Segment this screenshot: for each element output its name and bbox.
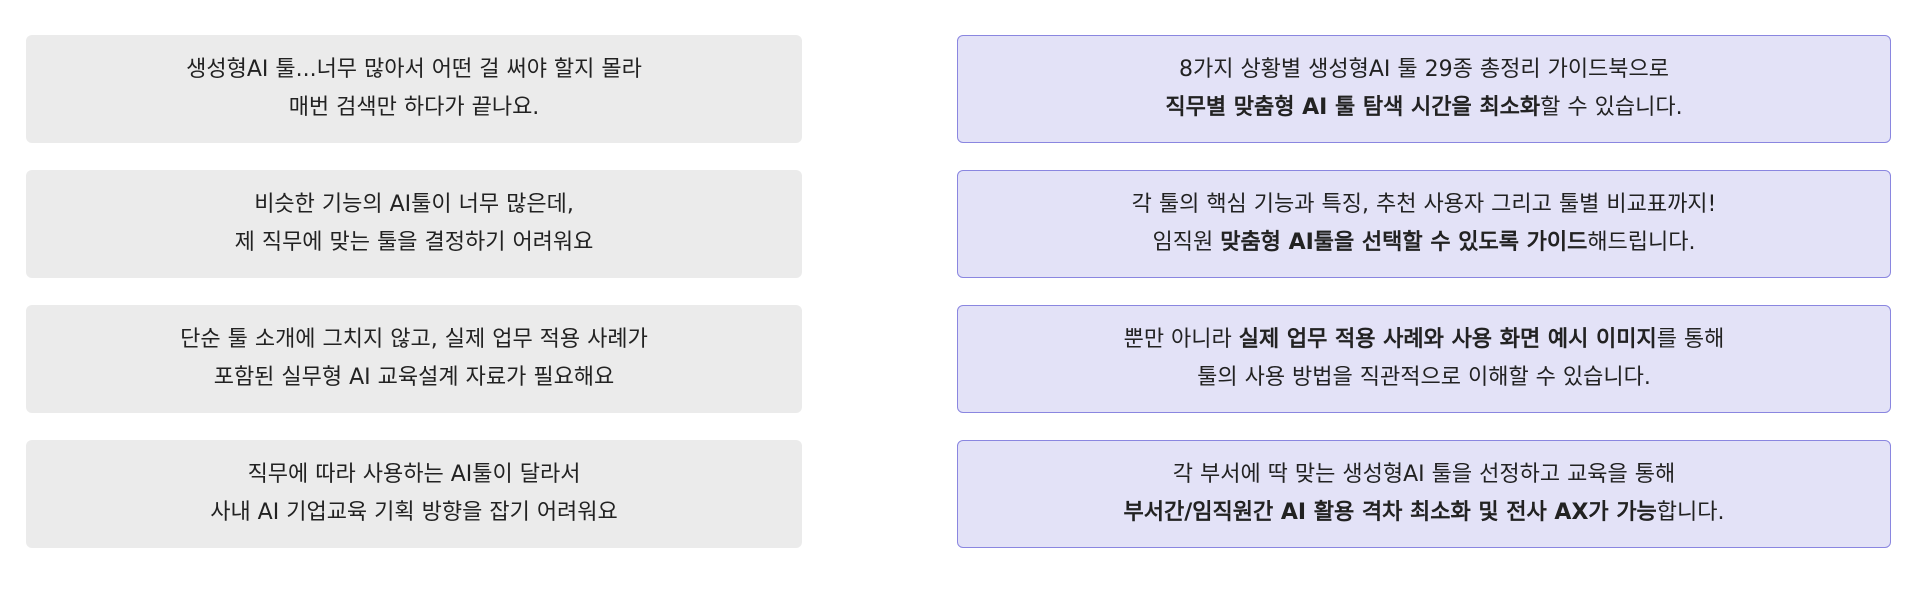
problem-text-line: 매번 검색만 하다가 끝나요.	[288, 95, 540, 120]
solution-text-plain: 합니다.	[1656, 500, 1725, 525]
solution-text-line: 각 부서에 딱 맞는 생성형AI 툴을 선정하고 교육을 통해	[1172, 462, 1676, 487]
solution-text-line: 각 툴의 핵심 기능과 특징, 추천 사용자 그리고 툴별 비교표까지!	[1131, 192, 1717, 217]
solution-card: 각 툴의 핵심 기능과 특징, 추천 사용자 그리고 툴별 비교표까지! 임직원…	[957, 170, 1891, 278]
solution-text-plain: 를 통해	[1656, 327, 1725, 352]
solution-card: 뿐만 아니라 실제 업무 적용 사례와 사용 화면 예시 이미지를 통해 툴의 …	[957, 305, 1891, 413]
solution-text-plain: 할 수 있습니다.	[1540, 95, 1683, 120]
problem-text-line: 사내 AI 기업교육 기획 방향을 잡기 어려워요	[210, 500, 618, 525]
solution-card: 8가지 상황별 생성형AI 툴 29종 총정리 가이드북으로 직무별 맞춤형 A…	[957, 35, 1891, 143]
solution-text-line: 8가지 상황별 생성형AI 툴 29종 총정리 가이드북으로	[1178, 57, 1670, 82]
solution-card: 각 부서에 딱 맞는 생성형AI 툴을 선정하고 교육을 통해 부서간/임직원간…	[957, 440, 1891, 548]
solution-text-line: 임직원 맞춤형 AI툴을 선택할 수 있도록 가이드해드립니다.	[1152, 224, 1695, 262]
solution-text-line: 직무별 맞춤형 AI 툴 탐색 시간을 최소화할 수 있습니다.	[1165, 89, 1682, 127]
solution-text-line: 툴의 사용 방법을 직관적으로 이해할 수 있습니다.	[1197, 365, 1651, 390]
problem-text-line: 제 직무에 맞는 툴을 결정하기 어려워요	[234, 230, 594, 255]
solution-text-plain: 뿐만 아니라	[1123, 327, 1239, 352]
solution-text-highlight: 맞춤형 AI툴을 선택할 수 있도록 가이드	[1220, 230, 1588, 255]
problem-card: 비슷한 기능의 AI툴이 너무 많은데, 제 직무에 맞는 툴을 결정하기 어려…	[26, 170, 802, 278]
problem-card: 생성형AI 툴...너무 많아서 어떤 걸 써야 할지 몰라 매번 검색만 하다…	[26, 35, 802, 143]
solution-text-highlight: 실제 업무 적용 사례와 사용 화면 예시 이미지	[1238, 327, 1657, 352]
solution-text-plain: 해드립니다.	[1587, 230, 1696, 255]
problem-text-line: 비슷한 기능의 AI툴이 너무 많은데,	[254, 192, 574, 217]
problem-text-line: 생성형AI 툴...너무 많아서 어떤 걸 써야 할지 몰라	[186, 57, 642, 82]
solution-text-highlight: 부서간/임직원간 AI 활용 격차 최소화 및 전사 AX가 가능	[1123, 500, 1657, 525]
solution-text-highlight: 직무별 맞춤형 AI 툴 탐색 시간을 최소화	[1165, 95, 1541, 120]
solution-text-plain: 임직원	[1152, 230, 1221, 255]
problem-text-line: 단순 툴 소개에 그치지 않고, 실제 업무 적용 사례가	[180, 327, 648, 352]
solution-text-line: 부서간/임직원간 AI 활용 격차 최소화 및 전사 AX가 가능합니다.	[1123, 494, 1724, 532]
problem-card: 단순 툴 소개에 그치지 않고, 실제 업무 적용 사례가 포함된 실무형 AI…	[26, 305, 802, 413]
problems-column: 생성형AI 툴...너무 많아서 어떤 걸 써야 할지 몰라 매번 검색만 하다…	[26, 35, 802, 575]
problem-text-line: 포함된 실무형 AI 교육설계 자료가 필요해요	[213, 365, 615, 390]
solutions-column: 8가지 상황별 생성형AI 툴 29종 총정리 가이드북으로 직무별 맞춤형 A…	[957, 35, 1891, 575]
problem-text-line: 직무에 따라 사용하는 AI툴이 달라서	[247, 462, 581, 487]
solution-text-line: 뿐만 아니라 실제 업무 적용 사례와 사용 화면 예시 이미지를 통해	[1124, 321, 1725, 359]
problem-card: 직무에 따라 사용하는 AI툴이 달라서 사내 AI 기업교육 기획 방향을 잡…	[26, 440, 802, 548]
